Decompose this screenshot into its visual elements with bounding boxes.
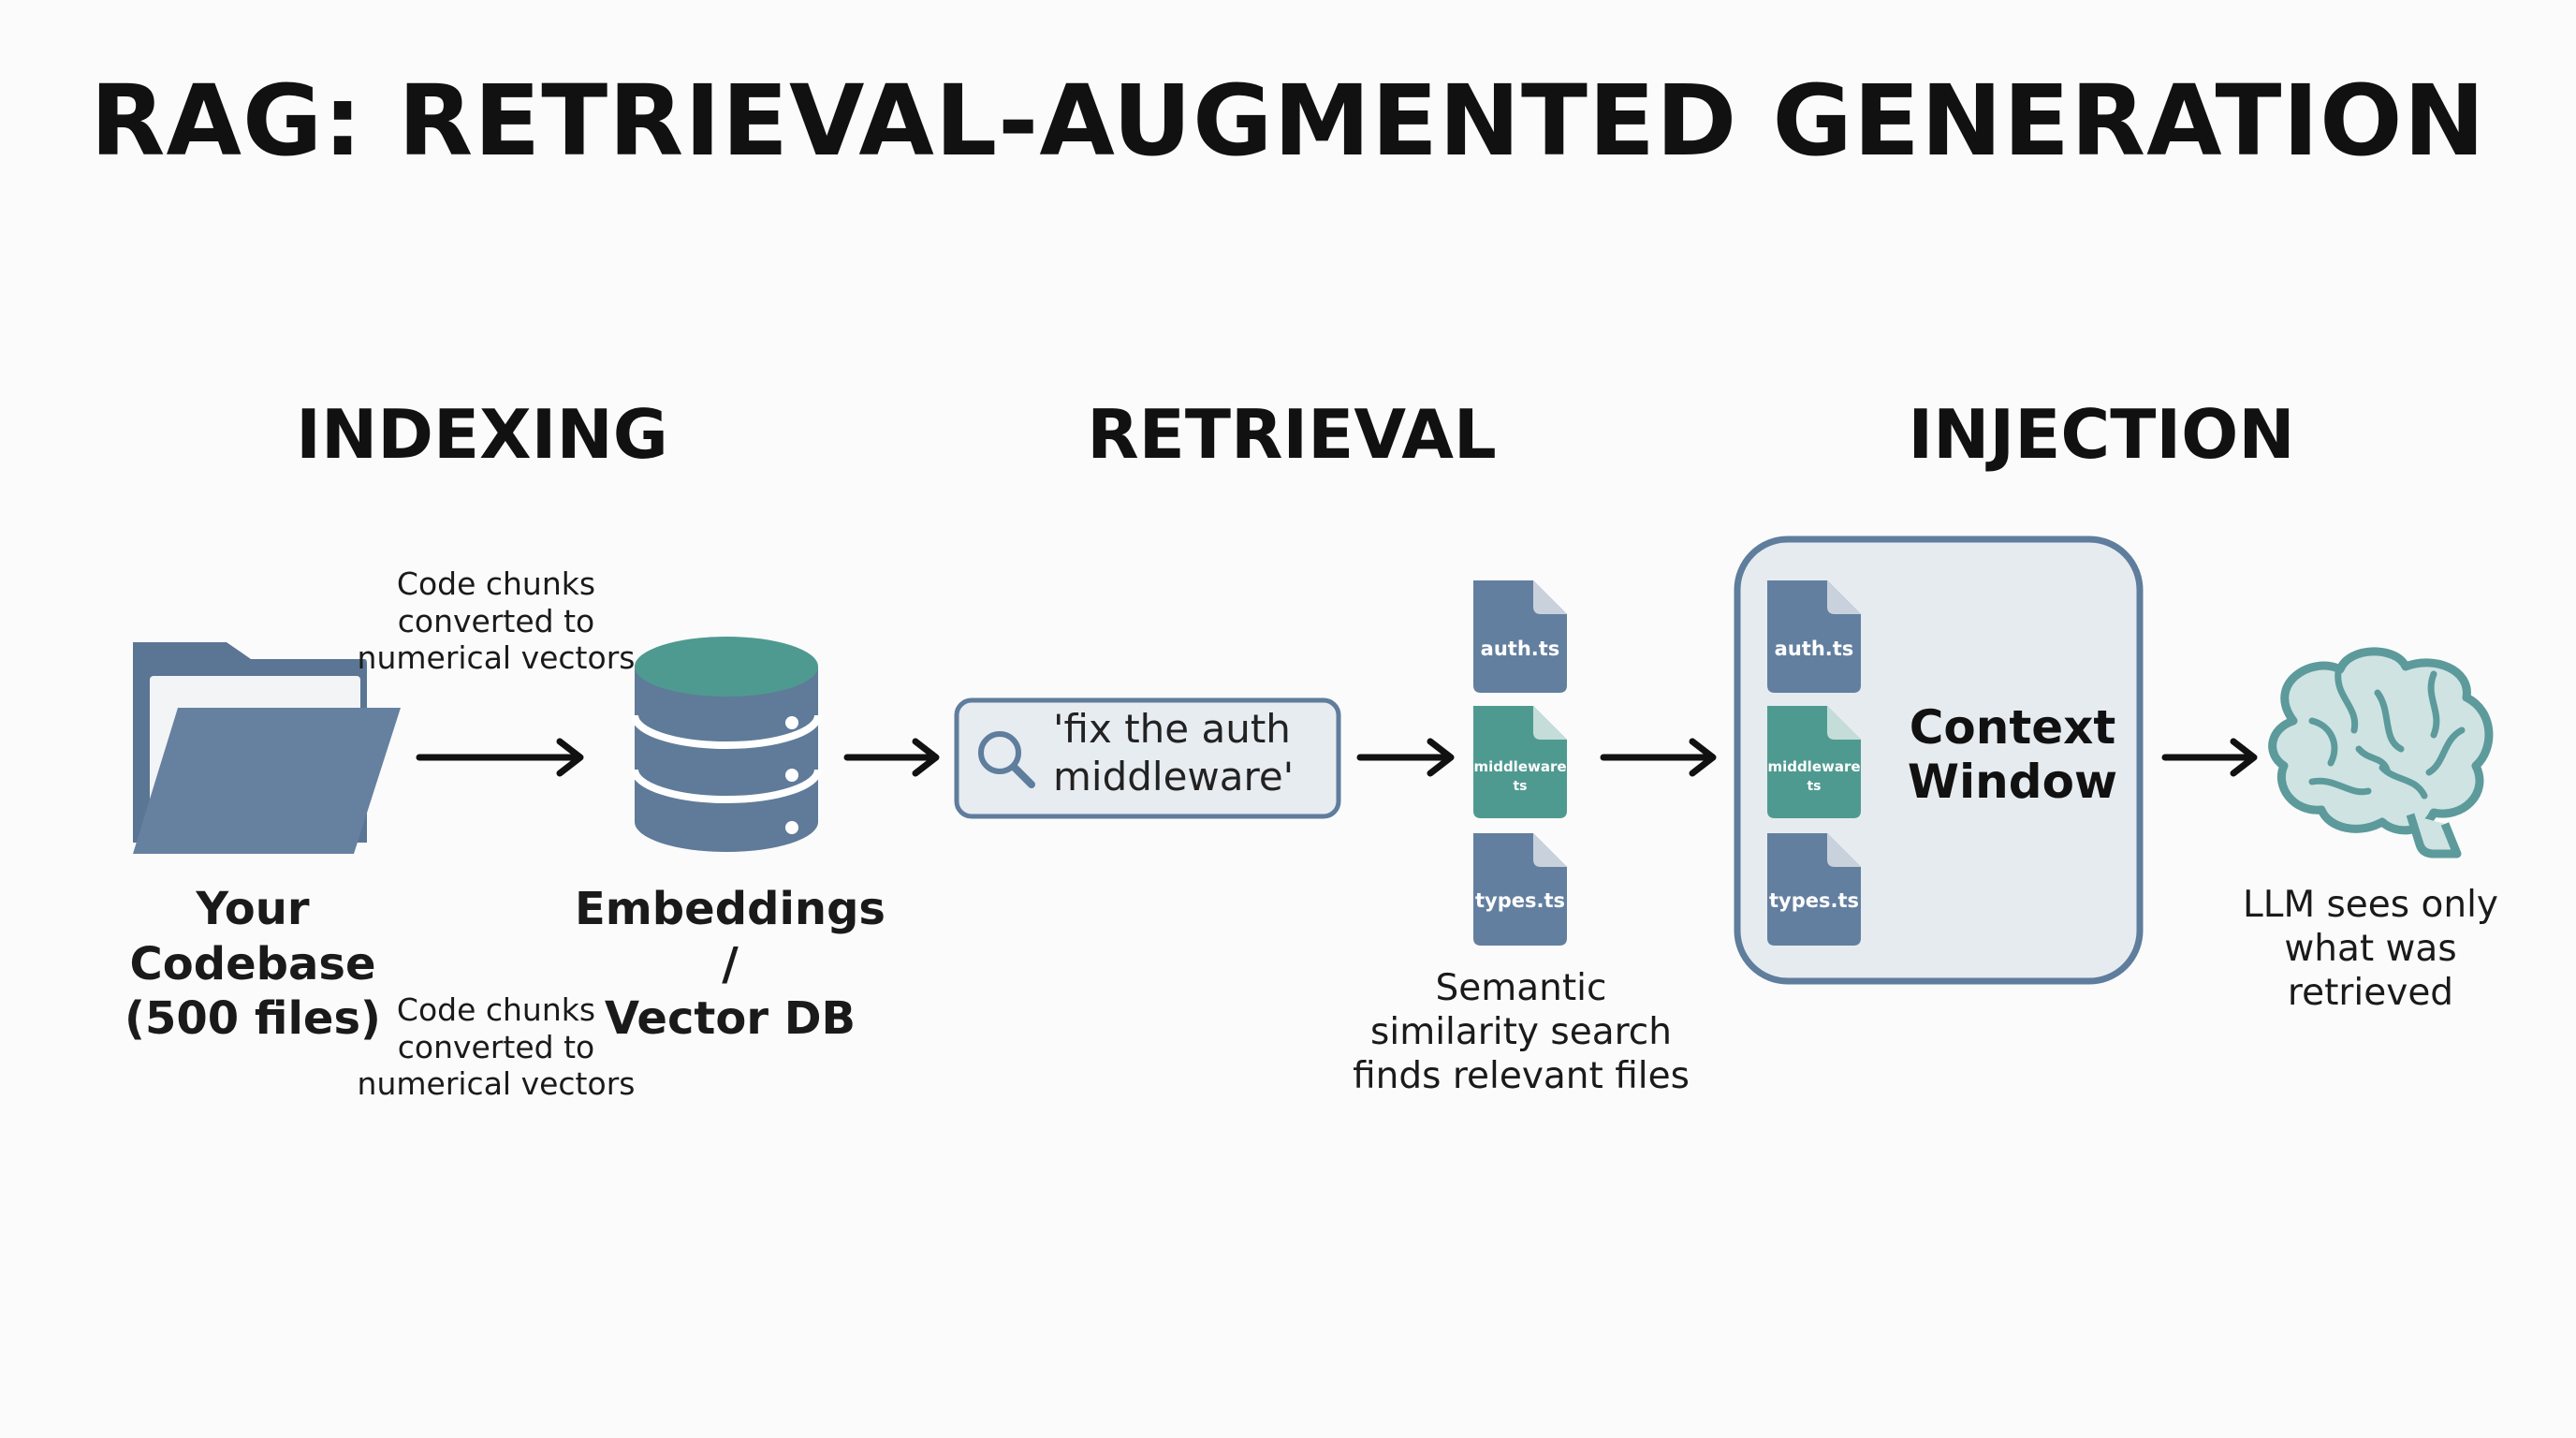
vector-db-label-line2: Vector DB <box>604 992 856 1046</box>
svg-text:types.ts: types.ts <box>1475 889 1565 912</box>
vector-db-label-line1: Embeddings / <box>575 883 886 990</box>
search-icon <box>978 731 1035 788</box>
context-window-line2: Window <box>1907 755 2118 809</box>
arrow-right-icon <box>1600 738 1717 777</box>
svg-text:types.ts: types.ts <box>1769 889 1859 912</box>
brain-icon <box>2268 647 2494 858</box>
file-icon: middleware ts <box>1767 706 1861 818</box>
codebase-label-line1: Your Codebase <box>129 883 376 990</box>
file-icon: middleware ts <box>1473 706 1567 818</box>
section-indexing: INDEXING <box>296 395 668 474</box>
indexing-note-top: Code chunks converted to numerical vecto… <box>357 565 636 677</box>
vector-db-label: Embeddings / Vector DB <box>562 882 899 1047</box>
svg-text:middleware: middleware <box>1473 758 1566 775</box>
arrow-right-icon <box>2161 738 2258 777</box>
database-icon <box>631 637 822 852</box>
svg-text:auth.ts: auth.ts <box>1481 638 1560 660</box>
context-window-label: Context Window <box>1900 700 2125 809</box>
context-window-line1: Context <box>1909 700 2116 755</box>
file-icon: types.ts <box>1767 833 1861 946</box>
search-query: 'fix the auth middleware' <box>1053 705 1334 800</box>
svg-text:ts: ts <box>1807 779 1821 794</box>
indexing-note-bottom: Code chunks converted to numerical vecto… <box>357 991 636 1103</box>
file-icon: auth.ts <box>1767 580 1861 693</box>
svg-text:auth.ts: auth.ts <box>1775 638 1854 660</box>
codebase-label: Your Codebase (500 files) <box>66 882 440 1047</box>
svg-text:middleware: middleware <box>1767 758 1860 775</box>
section-retrieval: RETRIEVAL <box>1087 395 1497 474</box>
codebase-label-line2: (500 files) <box>124 992 381 1046</box>
file-icon: auth.ts <box>1473 580 1567 693</box>
search-query-line2: middleware' <box>1053 754 1295 800</box>
svg-text:ts: ts <box>1513 779 1527 794</box>
arrow-right-icon <box>843 738 940 777</box>
llm-caption: LLM sees only what was retrieved <box>2242 884 2499 1014</box>
arrow-right-icon <box>1356 738 1455 777</box>
search-query-line1: 'fix the auth <box>1053 706 1291 752</box>
folder-icon <box>133 642 401 854</box>
retrieval-caption: Semantic similarity search finds relevan… <box>1353 967 1690 1097</box>
file-icon: types.ts <box>1473 833 1567 946</box>
section-injection: INJECTION <box>1908 395 2295 474</box>
arrow-right-icon <box>416 738 584 777</box>
diagram-title: RAG: RETRIEVAL-AUGMENTED GENERATION <box>90 64 2486 178</box>
search-box[interactable] <box>954 697 1341 819</box>
